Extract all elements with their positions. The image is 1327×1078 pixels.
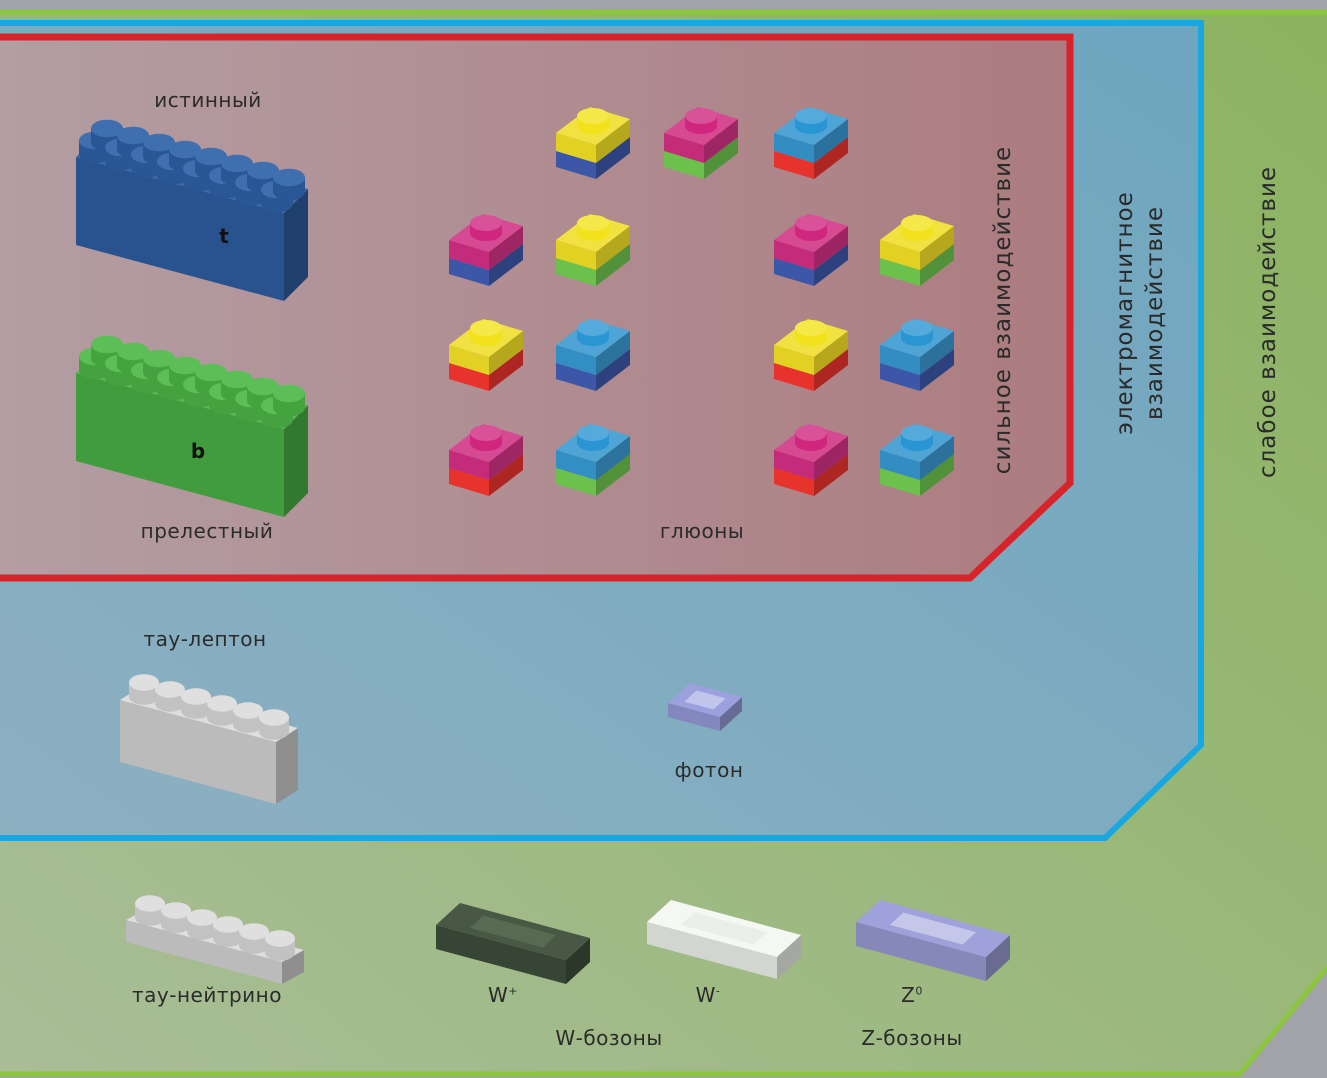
w-plus-label: W+ [488, 983, 518, 1007]
tau-neutrino-brick [126, 895, 304, 984]
w-plus-base: W [488, 983, 509, 1007]
w-minus-base: W [695, 983, 716, 1007]
gluon-6 [774, 214, 848, 286]
strong-interaction-label: сильное взаимодействие [990, 145, 1016, 475]
w-minus-tile [647, 900, 801, 979]
strong-zone [0, 37, 1070, 578]
w-bosons-label: W‑бозоны [555, 1026, 663, 1050]
w-plus-tile [436, 903, 590, 984]
z-label: Z0 [901, 983, 923, 1007]
gluon-14 [774, 424, 848, 496]
top-quark-label: истинный [154, 88, 262, 112]
em-interaction-line2: взаимодействие [1142, 206, 1168, 420]
gluon-9 [556, 319, 630, 391]
bottom-quark-label: прелестный [140, 519, 274, 543]
z-sup: 0 [915, 984, 923, 998]
photon-tile [668, 683, 742, 731]
photon-label: фотон [674, 758, 744, 782]
gluon-4 [449, 214, 523, 286]
bottom-quark-letter: b [190, 439, 206, 463]
gluon-2 [664, 107, 738, 179]
em-interaction-line1: электромагнитное [1112, 191, 1138, 435]
z-bosons-label: Z‑бозоны [861, 1026, 963, 1050]
gluon-11 [880, 319, 954, 391]
strong-zone-border [0, 33, 1074, 582]
bricks-layer [76, 107, 1010, 984]
gluon-12 [449, 424, 523, 496]
bottom-quark-brick [76, 335, 308, 517]
z-base: Z [901, 983, 916, 1007]
weak-zone-border [0, 9, 1327, 1077]
gluon-3 [774, 107, 848, 179]
tau-neutrino-label: тау‑нейтрино [132, 983, 282, 1007]
gluon-8 [449, 319, 523, 391]
em-zone-border [0, 20, 1204, 841]
w-minus-sup: - [715, 984, 721, 998]
corner-cutout [1248, 980, 1327, 1078]
w-minus-label: W- [696, 983, 721, 1007]
w-plus-sup: + [508, 984, 518, 998]
z-boson-tile [856, 900, 1010, 981]
gluon-1 [556, 107, 630, 179]
gluon-15 [880, 424, 954, 496]
gluon-10 [774, 319, 848, 391]
weak-interaction-label: слабое взаимодействие [1255, 165, 1281, 479]
tau-lepton-label: тау‑лептон [143, 627, 267, 651]
gluon-13 [556, 424, 630, 496]
gluons-label: глюоны [659, 519, 745, 543]
tau-lepton-brick [120, 674, 298, 804]
top-quark-brick [76, 119, 308, 301]
gluon-5 [556, 214, 630, 286]
em-interaction-label: электромагнитное взаимодействие [1110, 191, 1170, 435]
gluon-7 [880, 214, 954, 286]
top-quark-letter: t [219, 224, 229, 248]
